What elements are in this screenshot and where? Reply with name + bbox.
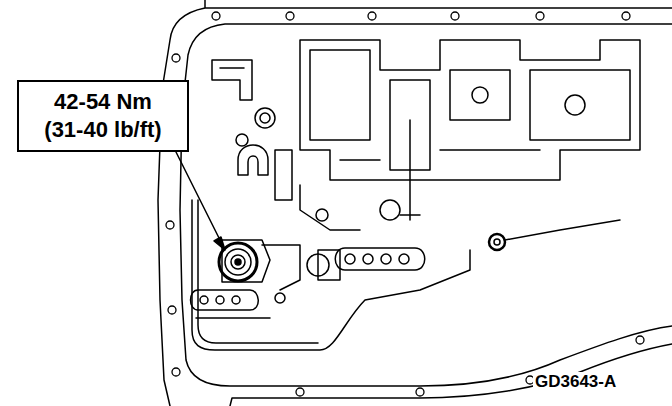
fittings	[236, 108, 400, 230]
case-bolt	[489, 220, 620, 250]
torque-value: (31-40 lb/ft)	[19, 116, 187, 144]
case-outline	[158, 0, 672, 406]
case-bottom	[230, 344, 672, 406]
fluid-tube	[192, 200, 470, 350]
small-bracket	[212, 60, 252, 100]
case-inner-flange	[180, 24, 672, 386]
manifold-plate-right	[307, 248, 425, 280]
bolt-holes	[166, 12, 644, 396]
figure-code: GD3643-A	[533, 372, 618, 392]
callout-box: 42-54 Nm(31-40 lb/ft)	[17, 80, 189, 152]
torque-value: 42-54 Nm	[19, 88, 187, 116]
manifold-plate-left	[191, 290, 271, 318]
torque-bolt	[219, 240, 300, 303]
callout-leader	[176, 152, 225, 250]
valve-body	[300, 40, 640, 221]
